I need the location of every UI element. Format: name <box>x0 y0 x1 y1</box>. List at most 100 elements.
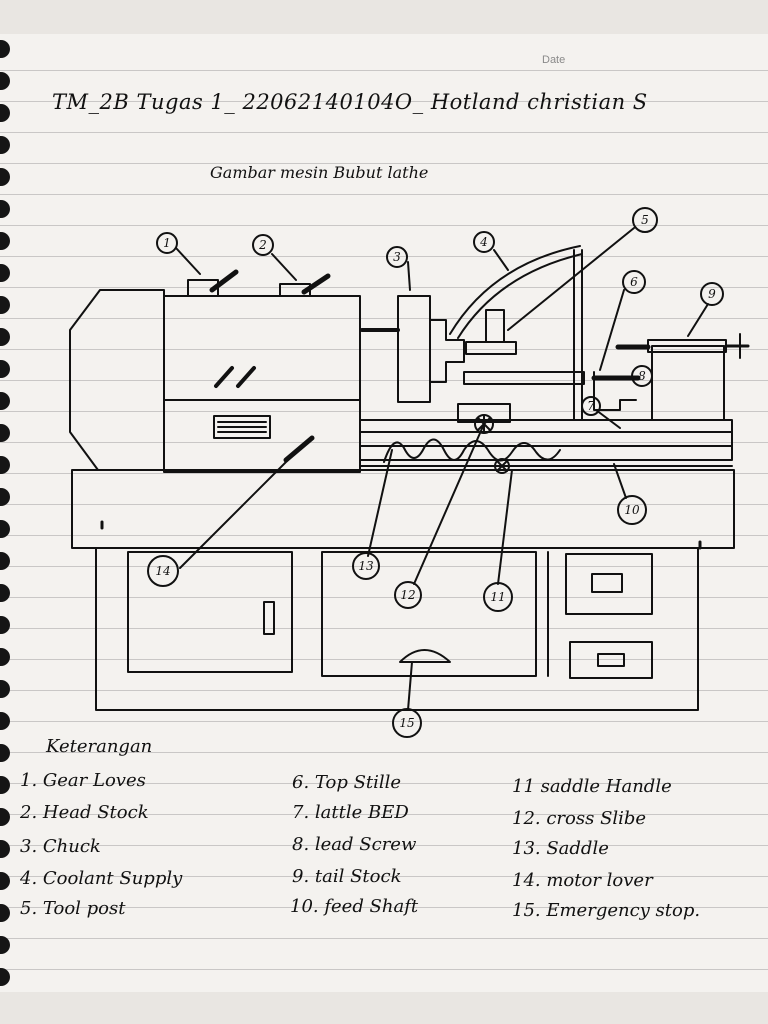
legend-item: 4. Coolant Supply <box>20 868 183 889</box>
leader-lines <box>175 227 709 711</box>
legend-item: 6. Top Stille <box>292 772 402 793</box>
coolant-pipe <box>449 245 581 335</box>
binder-hole <box>0 296 10 314</box>
legend-item: 5. Tool post <box>20 898 126 919</box>
lower-drawer <box>569 641 653 679</box>
gear-lever-1 <box>214 366 234 388</box>
diagram-subtitle: Gambar mesin Bubut lathe <box>210 163 429 182</box>
gear-lever-top-1-arm <box>209 269 239 293</box>
callout-label: 13 <box>358 559 374 573</box>
callout-circle <box>473 231 495 253</box>
callout-circle <box>386 246 408 268</box>
lathe-bed <box>359 419 733 433</box>
saddle-handwheel <box>494 458 510 474</box>
legend-item: 1. Gear Loves <box>20 770 146 791</box>
binder-hole <box>0 360 10 378</box>
legend-item: 3. Chuck <box>20 836 101 857</box>
callout-circle <box>156 232 178 254</box>
callout-circle <box>581 396 601 416</box>
upper-drawer <box>565 553 653 615</box>
callout-circle <box>394 581 422 609</box>
chuck-jaws <box>429 319 465 383</box>
legend-item: 9. tail Stock <box>292 866 402 887</box>
page-title: TM_2B Tugas 1_ 22062140104O_ Hotland chr… <box>52 90 648 114</box>
callout-label: 8 <box>638 369 646 383</box>
gear-lever-top-2-arm <box>301 273 331 295</box>
legend-item: 14. motor lover <box>512 870 653 891</box>
binder-hole <box>0 936 10 954</box>
callout-label: 6 <box>630 275 638 289</box>
legend-item: 7. lattle BED <box>292 802 409 823</box>
callout-circle <box>632 207 658 233</box>
tailstock-body <box>651 345 725 421</box>
callout-circle <box>483 582 513 612</box>
callout-label: 1 <box>163 236 171 250</box>
tool-post-base <box>465 341 517 355</box>
binder-hole <box>0 392 10 410</box>
binder-hole <box>0 552 10 570</box>
binder-hole <box>0 168 10 186</box>
coolant-pipe-inner <box>457 253 583 339</box>
callout-label: 9 <box>708 287 716 301</box>
emergency-stop <box>399 649 451 663</box>
callout-label: 15 <box>399 716 414 730</box>
door-handle <box>263 601 275 635</box>
callout-label: 12 <box>400 588 415 602</box>
legend-item: 8. lead Screw <box>292 834 417 855</box>
binder-hole <box>0 872 10 890</box>
binder-hole <box>0 232 10 250</box>
binder-hole <box>0 904 10 922</box>
headstock-body <box>163 295 361 473</box>
binder-hole <box>0 200 10 218</box>
callout-label: 11 <box>490 590 505 604</box>
chuck <box>397 295 431 403</box>
workpiece <box>463 371 585 385</box>
upper-drawer-handle <box>591 573 623 593</box>
date-label: Date <box>542 54 566 66</box>
binder-hole <box>0 40 10 58</box>
binder-hole <box>0 968 10 986</box>
binder-hole <box>0 264 10 282</box>
callout-circle <box>631 365 653 387</box>
callout-label: 7 <box>587 399 595 413</box>
binder-hole <box>0 744 10 762</box>
binder-hole <box>0 136 10 154</box>
callout-circle <box>700 282 724 306</box>
tool-post <box>485 309 505 343</box>
binder-hole <box>0 488 10 506</box>
binder-hole <box>0 456 10 474</box>
callout-circle <box>252 234 274 256</box>
callout-label: 4 <box>479 235 488 249</box>
binder-hole <box>0 424 10 442</box>
callout-circle <box>352 552 380 580</box>
callout-circle <box>622 270 646 294</box>
callout-label: 3 <box>393 250 401 264</box>
legend-item: 2. Head Stock <box>20 802 149 823</box>
callout-circle <box>392 708 422 738</box>
saddle-apron <box>383 438 561 463</box>
legend-item: 13. Saddle <box>512 838 609 859</box>
binder-hole <box>0 104 10 122</box>
binder-hole <box>0 584 10 602</box>
left-cabinet-door <box>127 551 293 673</box>
callout-label: 10 <box>624 503 640 517</box>
binder-hole <box>0 648 10 666</box>
callout-label: 14 <box>155 564 170 578</box>
callout-label: 5 <box>641 213 649 227</box>
binder-hole <box>0 712 10 730</box>
binder-hole <box>0 328 10 346</box>
binder-hole <box>0 840 10 858</box>
callout-label: 2 <box>258 238 267 252</box>
notebook-page <box>0 34 768 992</box>
headstock-cover <box>69 289 165 471</box>
legend-item: 15. Emergency stop. <box>512 900 701 921</box>
gear-lever-2 <box>236 366 256 388</box>
binder-hole <box>0 680 10 698</box>
legend-item: 11 saddle Handle <box>512 776 672 797</box>
callout-markers <box>147 207 724 738</box>
binder-hole <box>0 520 10 538</box>
binder-hole <box>0 776 10 794</box>
legend-item: 10. feed Shaft <box>290 896 419 917</box>
binder-hole <box>0 808 10 826</box>
lower-drawer-handle <box>597 653 625 667</box>
